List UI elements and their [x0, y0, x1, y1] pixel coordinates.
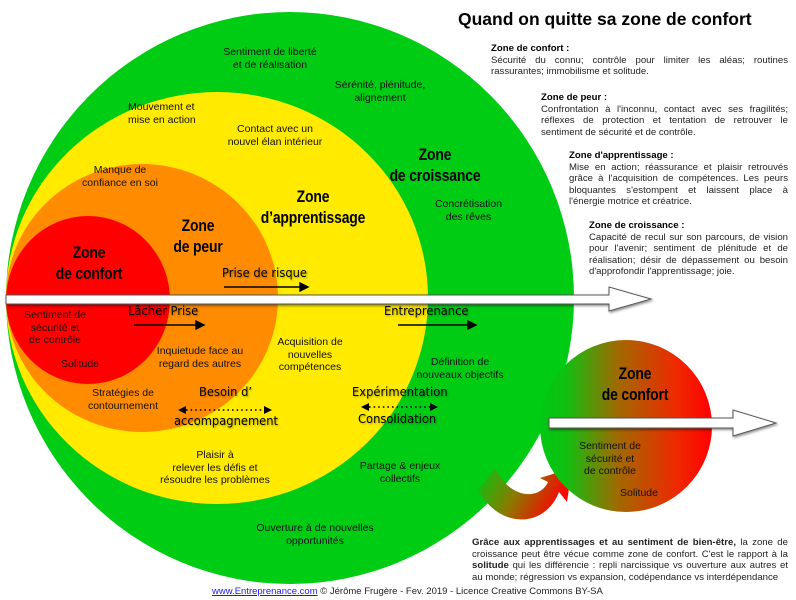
label-line: de contrôle — [584, 465, 636, 477]
label-line: Inquietude face au — [156, 345, 244, 357]
label-line: sécurité et — [585, 452, 635, 465]
new-zone-confort-title: Zone de confort — [590, 363, 680, 405]
new-zone-confort-title-line1: Zone — [618, 364, 652, 383]
label-securite: Sentiment de sécurité et de contrôle — [10, 309, 100, 347]
dotted-double-arrows — [178, 403, 438, 414]
label-definition: Définition de nouveaux objectifs — [410, 356, 510, 381]
description-text: Confrontation à l'inconnu, contact avec … — [541, 103, 788, 138]
description-heading: Zone de croissance : — [589, 220, 685, 231]
label-line: Stratégies de — [92, 387, 154, 399]
label-line: Ouverture à de nouvelles — [256, 522, 374, 534]
description-zone-confort: Zone de confort : Sécurité du connu; con… — [491, 43, 788, 78]
zone-confort-title-line2: de confort — [55, 264, 123, 283]
description-zone-peur: Zone de peur : Confrontation à l'inconnu… — [541, 92, 788, 138]
zone-confort-title: Zone de confort — [44, 242, 134, 284]
label-line: Partage & enjeux — [359, 460, 441, 472]
description-zone-apprentissage: Zone d'apprentissage : Mise en action; r… — [569, 150, 788, 208]
label-line: nouvel élan intérieur — [227, 135, 323, 148]
zone-apprentissage-title-line1: Zone — [296, 187, 330, 206]
label-line: Mouvement et — [128, 101, 195, 113]
zone-confort-title-line1: Zone — [72, 243, 106, 262]
label-line: Acquisition de — [277, 336, 343, 348]
label-line: résoudre les problèmes — [160, 474, 270, 486]
label-strategies: Stratégies de contournement — [78, 387, 168, 412]
footer: www.Entreprenance.com © Jérôme Frugère -… — [212, 586, 603, 597]
new-zone-confort-title-line2: de confort — [601, 385, 669, 404]
zone-peur-title-line2: de peur — [173, 237, 223, 256]
label-ouverture: Ouverture à de nouvelles opportunités — [250, 522, 380, 547]
label-serenite: Sérénité, plénitude, alignement — [320, 79, 440, 104]
label-line: Sentiment de — [579, 440, 641, 452]
conclusion-paragraph: Grâce aux apprentissages et au sentiment… — [472, 537, 788, 583]
entreprenance-link[interactable]: www.Entreprenance.com — [212, 586, 318, 597]
label-line: mise en action — [128, 113, 196, 126]
main-progress-arrow — [5, 286, 653, 312]
label-contact: Contact avec un nouvel élan intérieur — [215, 123, 335, 148]
zone-apprentissage-title-line2: d’apprentissage — [260, 208, 366, 227]
label-line: Sentiment de — [24, 309, 86, 321]
new-zone-arrow — [548, 409, 778, 437]
label-line: Sérénité, plénitude, — [334, 79, 426, 91]
label-line: Concrétisation — [434, 198, 503, 210]
action-accompagnement: accompagnement — [174, 413, 279, 428]
label-solitude: Solitude — [61, 358, 99, 370]
label-line: Manque de — [93, 164, 147, 176]
label-line: compétences — [278, 361, 342, 373]
label-line: opportunités — [286, 534, 344, 547]
label-partage: Partage & enjeux collectifs — [355, 460, 445, 485]
action-besoin: Besoin d’ — [199, 384, 253, 399]
label-line: collectifs — [379, 472, 421, 485]
action-experimentation: Expérimentation — [352, 384, 448, 399]
label-line: et de réalisation — [232, 58, 308, 71]
label-line: regard des autres — [158, 357, 242, 370]
description-heading: Zone de confort : — [491, 43, 570, 54]
label-mouvement: Mouvement et mise en action — [128, 101, 213, 126]
new-label-securite: Sentiment de sécurité et de contrôle — [570, 440, 650, 478]
action-consolidation: Consolidation — [358, 411, 437, 426]
description-text: Mise en action; réassurance et plaisir r… — [569, 161, 788, 208]
label-line: Sentiment de liberté — [223, 46, 317, 58]
label-concretisation: Concrétisation des rêves — [426, 198, 511, 223]
description-heading: Zone de peur : — [541, 92, 608, 103]
curved-transition-arrow — [478, 468, 572, 520]
label-line: nouveaux objectifs — [416, 368, 504, 381]
label-manque-confiance: Manque de confiance en soi — [70, 164, 170, 189]
label-line: Plaisir à — [196, 449, 234, 461]
description-heading: Zone d'apprentissage : — [569, 150, 674, 161]
label-line: Définition de — [430, 356, 490, 368]
label-line: contournement — [87, 399, 159, 412]
conclusion-bold-solitude: solitude — [472, 560, 509, 572]
label-line: confiance en soi — [82, 176, 158, 189]
action-arrows — [134, 281, 478, 331]
page-title: Quand on quitte sa zone de confort — [458, 9, 752, 29]
label-liberte: Sentiment de liberté et de réalisation — [205, 46, 335, 71]
label-plaisir: Plaisir à relever les défis et résoudre … — [155, 449, 275, 487]
label-line: de contrôle — [29, 334, 81, 346]
zone-peur-title: Zone de peur — [157, 215, 239, 257]
new-label-solitude: Solitude — [620, 487, 658, 499]
label-line: sécurité et — [30, 321, 80, 334]
zone-peur-title-line1: Zone — [181, 216, 215, 235]
action-prise-de-risque: Prise de risque — [222, 265, 307, 280]
conclusion-text: la zone de croissance peut être vécue co… — [472, 537, 788, 560]
label-line: alignement — [354, 91, 406, 104]
zone-croissance-title: Zone de croissance — [378, 144, 493, 186]
zone-apprentissage-title: Zone d’apprentissage — [256, 186, 371, 228]
description-text: Capacité de recul sur son parcours, de v… — [589, 231, 788, 278]
description-text: Sécurité du connu; contrôle pour limiter… — [491, 54, 788, 78]
action-entreprenance: Entreprenance — [384, 303, 469, 318]
label-line: relever les défis et — [172, 461, 258, 474]
conclusion-text-end: qui les différencie : repli narcissique … — [472, 560, 788, 583]
description-zone-croissance: Zone de croissance : Capacité de recul s… — [589, 220, 788, 278]
footer-copyright: © Jérôme Frugère - Fev. 2019 - Licence C… — [317, 586, 603, 597]
label-line: nouvelles — [287, 348, 333, 361]
label-inquietude: Inquietude face au regard des autres — [150, 345, 250, 370]
conclusion-bold-intro: Grâce aux apprentissages et au sentiment… — [472, 537, 736, 548]
zone-croissance-title-line2: de croissance — [389, 166, 481, 185]
label-line: des rêves — [445, 210, 492, 223]
label-line: Contact avec un — [237, 123, 313, 135]
action-lacher-prise: Lâcher Prise — [128, 303, 199, 318]
zone-croissance-title-line1: Zone — [418, 145, 452, 164]
label-acquisition: Acquisition de nouvelles compétences — [270, 336, 350, 374]
